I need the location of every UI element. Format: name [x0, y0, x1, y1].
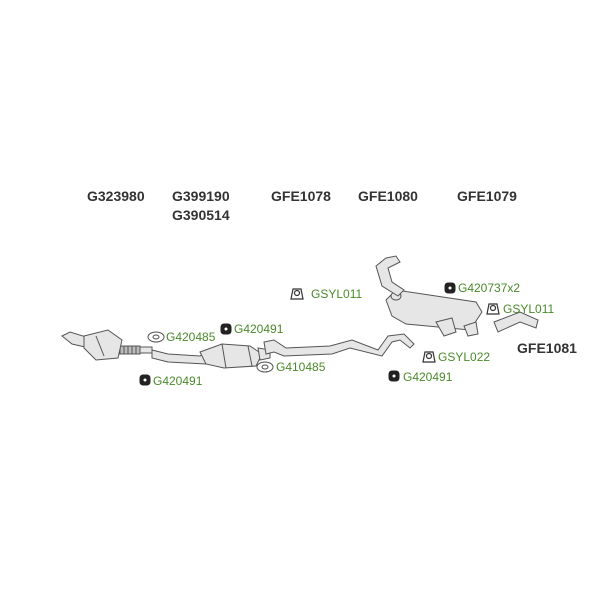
rubber-mount-icon[interactable]: [220, 323, 232, 335]
rubber-mount-icon[interactable]: [444, 282, 456, 294]
clamp-icon[interactable]: [486, 303, 500, 315]
clamp-icon[interactable]: [422, 351, 436, 363]
accessory-label-gasket-front[interactable]: G420485: [166, 330, 216, 344]
gasket-icon[interactable]: [256, 361, 274, 373]
accessory-label-clamp-right[interactable]: GSYL011: [503, 302, 555, 316]
part-label-tail-pipe-right[interactable]: GFE1081: [517, 340, 577, 356]
part-label-tail-pipe-left[interactable]: GFE1079: [457, 188, 517, 204]
tail-pipe-left-part[interactable]: [375, 255, 405, 297]
rubber-mount-icon[interactable]: [388, 370, 400, 382]
clamp-icon[interactable]: [290, 288, 304, 300]
accessory-label-rubber-rear[interactable]: G420491: [403, 370, 453, 384]
part-label-intermediate-pipe[interactable]: GFE1078: [271, 188, 331, 204]
part-label-front-pipe[interactable]: G323980: [87, 188, 145, 204]
accessory-label-clamp-bottom[interactable]: GSYL022: [438, 350, 491, 364]
catalyst-2-part[interactable]: [151, 343, 271, 369]
rubber-mount-icon[interactable]: [139, 374, 151, 386]
accessory-label-rubber-mid[interactable]: G420491: [234, 322, 284, 336]
accessory-label-gasket-mid[interactable]: G410485: [276, 360, 326, 374]
part-label-catalyst-1[interactable]: G399190: [172, 188, 230, 204]
rear-silencer-part[interactable]: [385, 289, 483, 337]
accessory-label-rubber-front[interactable]: G420491: [153, 374, 203, 388]
part-label-catalyst-2[interactable]: G390514: [172, 207, 230, 223]
intermediate-pipe-part[interactable]: [263, 333, 415, 357]
tail-pipe-right-part[interactable]: [493, 311, 539, 333]
part-label-rear-silencer[interactable]: GFE1080: [358, 188, 418, 204]
catalyst-1-part[interactable]: [83, 329, 123, 361]
accessory-label-clamp-top[interactable]: GSYL011: [311, 287, 363, 301]
gasket-icon[interactable]: [147, 331, 165, 343]
accessory-label-rubber-rear-x2[interactable]: G420737x2: [458, 281, 521, 295]
